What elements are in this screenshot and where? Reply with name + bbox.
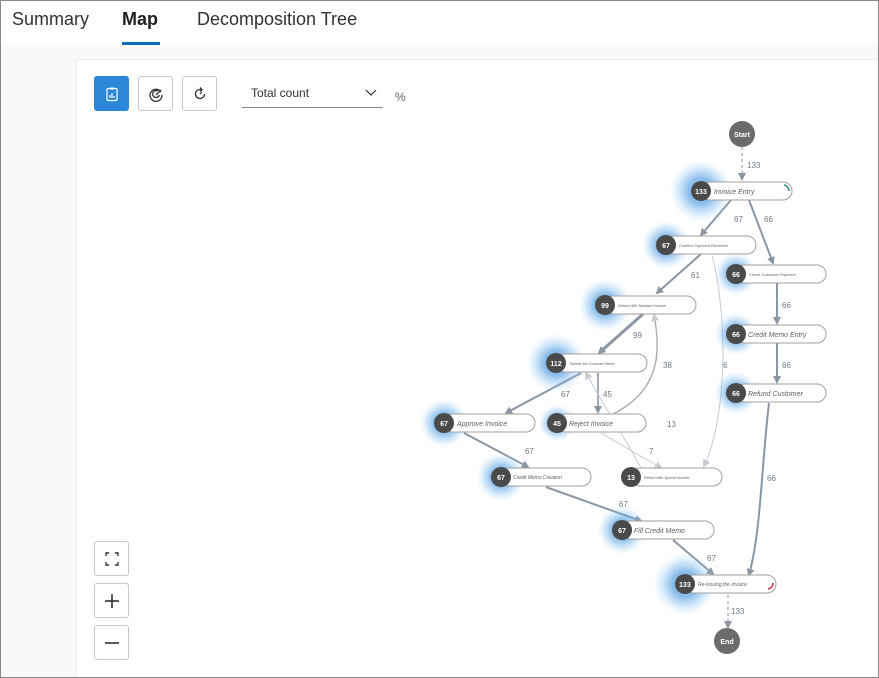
node-label: Transfer the Customer Memo	[569, 362, 615, 366]
node-count: 67	[440, 421, 448, 428]
process-map-canvas[interactable]	[76, 59, 878, 677]
zoom-in-button[interactable]	[94, 583, 129, 618]
edge-reject-refund-special	[600, 432, 663, 470]
activity-node-refund-standard[interactable]: 99 Refund With Standard Voucher	[578, 278, 697, 332]
activity-node-approve-invoice[interactable]: 67 Approve Invoice	[419, 398, 536, 448]
end-label: End	[720, 639, 733, 646]
node-count: 66	[732, 391, 740, 398]
node-label: Approve Invoice	[456, 421, 507, 428]
minus-icon	[104, 641, 119, 644]
fit-to-screen-button[interactable]	[94, 541, 129, 576]
node-count: 99	[601, 303, 609, 310]
status-arc-icon	[783, 184, 790, 192]
activity-node-check-customer[interactable]: 66 Check Customer Payment	[714, 252, 827, 296]
tab-decomposition-tree[interactable]: Decomposition Tree	[197, 9, 358, 29]
node-label: Credit Memo Entry	[748, 332, 807, 339]
edge-label: 66	[767, 474, 776, 483]
edge-label: 67	[734, 215, 743, 224]
edge-refund-standard-transfer	[597, 312, 644, 355]
node-count: 133	[695, 189, 707, 196]
refresh-icon	[194, 86, 205, 99]
end-node[interactable]: End	[714, 628, 740, 654]
node-count: 45	[553, 421, 561, 428]
activity-node-credit-memo-entry[interactable]: 66 Credit Memo Entry	[714, 312, 827, 356]
edge-label: 61	[691, 271, 700, 280]
tab-summary[interactable]: Summary	[12, 9, 90, 29]
activity-node-reject-invoice[interactable]: 45 Reject Invoice	[538, 404, 647, 442]
performance-view-button[interactable]	[138, 76, 173, 111]
activity-node-invoice-entry[interactable]: 133 Invoice Entry	[669, 159, 793, 223]
activity-node-reissuing[interactable]: 133 Re-issuing the invoice	[653, 552, 777, 616]
edge-label: 38	[663, 361, 672, 370]
edge-refund-customer-reissuing	[746, 402, 770, 577]
node-label: Confirm Payment Received	[679, 243, 728, 248]
node-label: Reject Invoice	[569, 421, 613, 428]
metric-dropdown-value: Total count	[251, 86, 310, 100]
tab-bar: Summary Map Decomposition Tree	[1, 1, 878, 45]
edge-label: 45	[603, 390, 612, 399]
status-arc-icon	[767, 582, 774, 590]
edge-label: 99	[633, 331, 642, 340]
activity-node-fill-credit-memo[interactable]: 67 Fill Credit Memo	[597, 505, 715, 555]
edge-label: 133	[731, 607, 745, 616]
tab-map[interactable]: Map	[122, 9, 158, 29]
fullscreen-icon	[104, 551, 119, 566]
node-label: Check Customer Payment	[749, 272, 797, 277]
edge-label: 13	[667, 420, 676, 429]
edge-label: 67	[707, 554, 716, 563]
unit-label: %	[395, 90, 406, 104]
frequency-view-button[interactable]	[94, 76, 129, 111]
start-label: Start	[734, 132, 751, 139]
node-count: 66	[732, 272, 740, 279]
metric-dropdown[interactable]: Total count	[242, 81, 383, 108]
edge-invoice-entry-check	[748, 199, 775, 265]
node-label: Credit Memo Creation	[513, 475, 562, 481]
node-count: 66	[732, 332, 740, 339]
edge-label: 7	[649, 447, 654, 456]
edge-label: 66	[764, 215, 773, 224]
node-label: Invoice Entry	[714, 189, 755, 196]
edge-label: 133	[747, 161, 761, 170]
edge-reject-refund-standard	[610, 313, 660, 416]
activity-node-confirm-payment[interactable]: 67 Confirm Payment Received	[641, 220, 757, 270]
edge-label: 67	[561, 390, 570, 399]
edge-label: 67	[525, 447, 534, 456]
activity-node-credit-memo-creation[interactable]: 67 Credit Memo Creation	[476, 452, 592, 502]
activity-node-refund-customer[interactable]: 66 Refund Customer	[714, 371, 827, 415]
clipboard-chart-icon	[105, 87, 118, 101]
node-label: Refund With Standard Voucher	[618, 304, 667, 308]
plus-icon	[104, 593, 119, 608]
activity-node-transfer-memo[interactable]: 112 Transfer the Customer Memo	[526, 333, 648, 393]
refresh-view-button[interactable]	[182, 76, 217, 111]
edge-label: 67	[619, 500, 628, 509]
node-label: Refund With Special Voucher	[644, 476, 690, 480]
node-label: Re-issuing the invoice	[698, 582, 747, 588]
zoom-out-button[interactable]	[94, 625, 129, 660]
node-label: Refund Customer	[748, 391, 804, 398]
activity-node-refund-special[interactable]: 13 Refund With Special Voucher	[621, 467, 723, 487]
edges	[463, 147, 781, 629]
node-count: 67	[618, 528, 626, 535]
gauge-icon	[148, 88, 163, 102]
node-count: 133	[679, 582, 691, 589]
node-count: 67	[662, 243, 670, 250]
node-count: 13	[627, 475, 635, 482]
start-node[interactable]: Start	[729, 121, 755, 147]
chevron-down-icon	[365, 89, 377, 96]
edge-label: 66	[782, 301, 791, 310]
edge-labels: 133 67 66 61 66 99 38 66 6 67 45 13 67 7…	[525, 161, 791, 616]
node-count: 67	[497, 475, 505, 482]
edge-confirm-refund-standard	[655, 253, 702, 295]
active-tab-indicator	[122, 42, 160, 45]
edge-label: 6	[723, 361, 728, 370]
edge-label: 66	[782, 361, 791, 370]
node-label: Fill Credit Memo	[634, 528, 685, 535]
node-count: 112	[550, 361, 561, 368]
